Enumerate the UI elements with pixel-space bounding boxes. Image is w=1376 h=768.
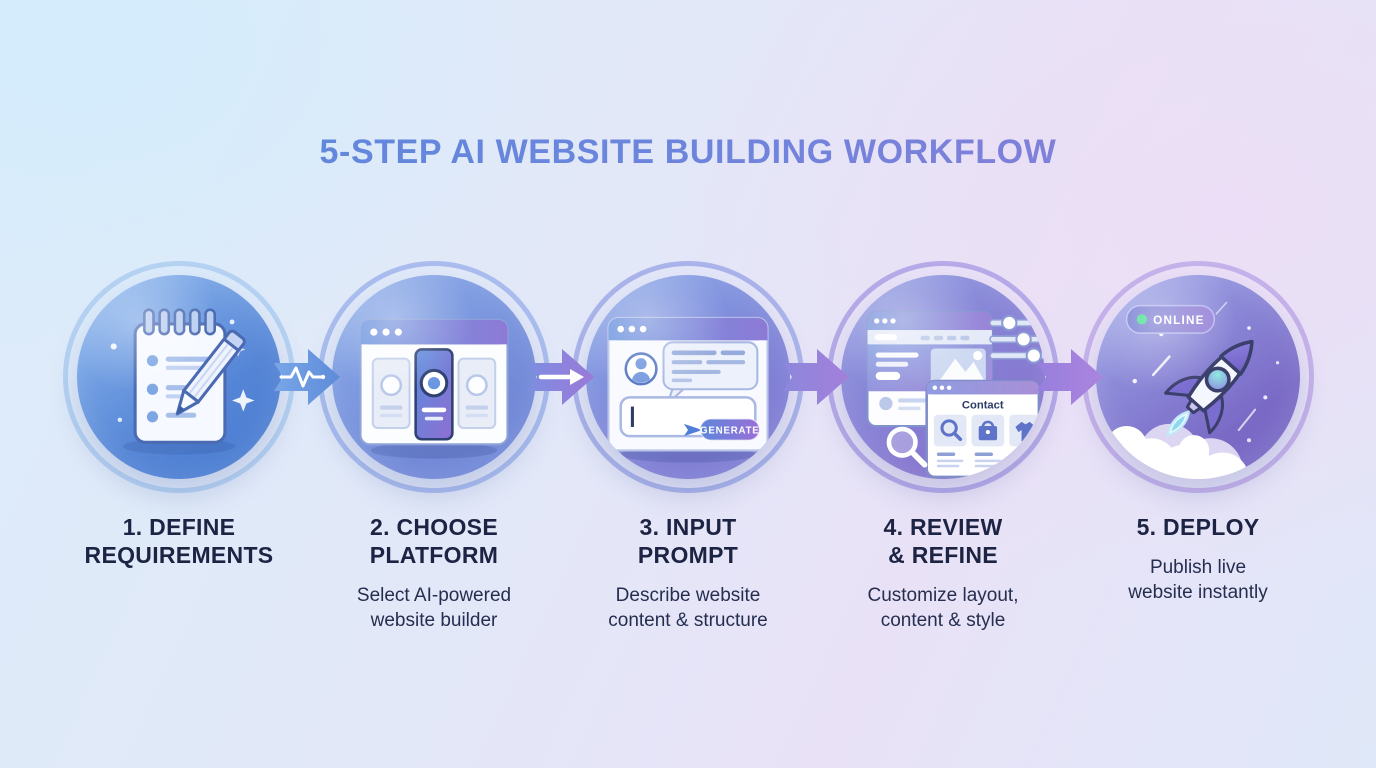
step-3-description: Describe website content & structure bbox=[608, 585, 768, 632]
sliders-icon bbox=[989, 314, 1045, 364]
browser-templates-icon bbox=[359, 318, 509, 459]
step-3-title: 3. INPUT PROMPT bbox=[637, 514, 739, 569]
step-4-circle: Contact bbox=[841, 275, 1045, 479]
step-4-description: Customize layout, content & style bbox=[867, 585, 1019, 632]
windows-sliders-icon: Contact bbox=[866, 310, 1045, 479]
pulse-line-icon bbox=[279, 366, 325, 388]
step-5-title: 5. DEPLOY bbox=[1136, 514, 1260, 540]
step-2-ring bbox=[318, 261, 550, 493]
text-cursor bbox=[630, 406, 634, 427]
contact-window-label: Contact bbox=[962, 400, 1004, 412]
step-4-ring: Contact bbox=[827, 261, 1059, 493]
arrow-step2-to-step3 bbox=[528, 349, 594, 405]
step-2-description: Select AI-powered website builder bbox=[356, 585, 512, 632]
step-4-review-refine: Contact bbox=[793, 261, 1093, 633]
generate-button-label: GENERATE bbox=[700, 426, 760, 437]
magnifier-icon bbox=[886, 426, 928, 468]
search-card-icon bbox=[940, 419, 958, 437]
arrow-step1-to-step2 bbox=[274, 349, 340, 405]
arrow-step4-to-step5 bbox=[1037, 349, 1103, 405]
online-status-dot bbox=[1136, 314, 1147, 325]
step-5-circle: ONLINE bbox=[1096, 275, 1300, 479]
page-title: 5-STEP AI WEBSITE BUILDING WORKFLOW bbox=[0, 133, 1376, 172]
step-5-description: Publish live website instantly bbox=[1128, 557, 1268, 604]
notepad-pencil-icon bbox=[110, 308, 255, 455]
step-2-circle bbox=[332, 275, 536, 479]
step-1-ring bbox=[63, 261, 295, 493]
step-4-title: 4. REVIEW & REFINE bbox=[883, 514, 1003, 569]
step-1-circle bbox=[77, 275, 281, 479]
shirt-card-icon bbox=[1015, 421, 1036, 442]
chat-prompt-icon: GENERATE bbox=[607, 316, 769, 463]
step-3-circle: GENERATE bbox=[586, 275, 790, 479]
generate-button: GENERATE bbox=[699, 418, 761, 442]
step-5-ring: ONLINE bbox=[1082, 261, 1314, 493]
step-1-title: 1. DEFINE REQUIREMENTS bbox=[84, 514, 274, 569]
rocket bbox=[1164, 339, 1254, 438]
rocket-launch-icon: ONLINE bbox=[1096, 301, 1280, 479]
bag-card-icon bbox=[978, 420, 998, 441]
step-2-choose-platform: 2. CHOOSE PLATFORM Select AI-powered web… bbox=[284, 261, 584, 633]
online-badge-label: ONLINE bbox=[1153, 314, 1205, 327]
send-icon bbox=[683, 423, 703, 437]
arrow-step3-to-step4 bbox=[783, 349, 849, 405]
step-3-ring: GENERATE bbox=[572, 261, 804, 493]
step-1-define-requirements: 1. DEFINE REQUIREMENTS bbox=[29, 261, 329, 569]
step-2-title: 2. CHOOSE PLATFORM bbox=[369, 514, 499, 569]
rocket-window bbox=[1204, 366, 1231, 393]
back-browser-window bbox=[866, 310, 993, 427]
contact-window: Contact bbox=[925, 379, 1042, 479]
online-badge: ONLINE bbox=[1125, 304, 1216, 334]
step-5-deploy: ONLINE 5. DEPLOY Publish live website in… bbox=[1048, 261, 1348, 605]
